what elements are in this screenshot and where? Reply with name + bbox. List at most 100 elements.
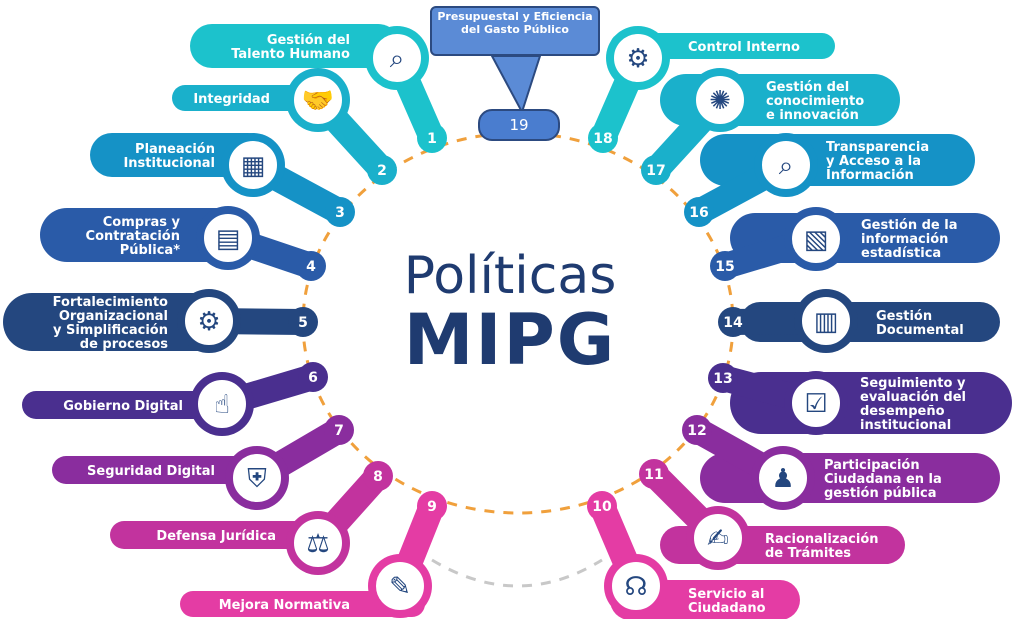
- policy-number-badge: [641, 155, 671, 185]
- policy-icon-bg: [610, 560, 662, 612]
- policy-number-badge: [325, 197, 355, 227]
- policy-label: Seguridad Digital: [87, 464, 215, 479]
- policy-number-badge: [710, 251, 740, 281]
- policy-number-badge: [417, 123, 447, 153]
- checklist-icon: ☑: [804, 389, 827, 419]
- policy-number-badge: [718, 307, 748, 337]
- policy-label: Mejora Normativa: [219, 598, 350, 613]
- policy-icon-bg: [692, 512, 744, 564]
- policy-icon-bg: [292, 517, 344, 569]
- policy-icon-bg: [231, 452, 283, 504]
- policy-number-badge: [587, 491, 617, 521]
- community-icon: ♟: [771, 464, 794, 494]
- policy-icon-bg: [800, 295, 852, 347]
- title-line-2: MIPG: [403, 299, 617, 381]
- policy-number: 9: [427, 499, 437, 515]
- policy-number-badge: [367, 155, 397, 185]
- user-search-icon: ⌕: [390, 44, 405, 74]
- chart-icon: ▧: [804, 225, 829, 255]
- handshake-icon: 🤝: [302, 86, 334, 116]
- policy-number: 15: [715, 259, 734, 275]
- policy-number-badge: [588, 123, 618, 153]
- lightbulb-icon: ✺: [709, 86, 731, 116]
- policy-number-badge: [288, 307, 318, 337]
- policy-label-bg: [190, 24, 400, 68]
- policy-number: 5: [298, 315, 308, 331]
- headset-icon: ☊: [624, 572, 647, 602]
- policy-icon-bg: [374, 560, 426, 612]
- policy-label-bg: [180, 591, 425, 617]
- policy-label: Integridad: [193, 92, 270, 107]
- policy-icon-bg: [694, 74, 746, 126]
- policy-icon-bg: [371, 32, 423, 84]
- policy-number-badge: [417, 491, 447, 521]
- calendar-icon: ▦: [241, 151, 266, 181]
- diagram-title: Políticas MIPG: [360, 248, 660, 376]
- policy-number-badge: [363, 461, 393, 491]
- policy-icon-bg: [612, 32, 664, 84]
- policy-number-badge: [298, 362, 328, 392]
- scales-shield-icon: ⚖: [306, 529, 329, 559]
- policy-icon-bg: [790, 213, 842, 265]
- policy-icon-bg: [202, 212, 254, 264]
- policy-label: Control Interno: [688, 40, 800, 55]
- policy-number-badge: [324, 415, 354, 445]
- policy-number: 3: [335, 205, 345, 221]
- policy-icon-bg: [183, 295, 235, 347]
- policy-icon-bg: [790, 377, 842, 429]
- policy-number-badge: [639, 459, 669, 489]
- policy-number: 17: [646, 163, 665, 179]
- touch-icon: ☝: [214, 390, 230, 420]
- policy-label-bg: [52, 456, 280, 484]
- policy-number: 13: [713, 371, 732, 387]
- document-search-icon: ⌕: [779, 151, 794, 181]
- process-icon: ⚙: [197, 307, 220, 337]
- policy-number: 16: [689, 205, 708, 221]
- policy-icon-bg: [760, 139, 812, 191]
- policy-number: 18: [593, 131, 612, 147]
- policy-number: 1: [427, 131, 437, 147]
- title-line-1: Políticas: [403, 246, 617, 306]
- form-sign-icon: ✍: [707, 524, 729, 554]
- policy-label: Gobierno Digital: [63, 399, 183, 414]
- policy-label-bg: [3, 293, 235, 351]
- policy-icon-bg: [227, 139, 279, 191]
- document-edit-icon: ✎: [389, 572, 411, 602]
- policy-icon-bg: [757, 452, 809, 504]
- policy-label-bg: [110, 521, 340, 549]
- policy-number: 12: [687, 423, 706, 439]
- policy-number-badge: [682, 415, 712, 445]
- policy-number: 11: [644, 467, 663, 483]
- shield-lock-icon: ⛨: [247, 464, 267, 494]
- policy-label: Defensa Jurídica: [156, 529, 276, 544]
- callout-number: 19: [478, 109, 560, 141]
- policy-number-badge: [708, 363, 738, 393]
- policy-icon-bg: [196, 378, 248, 430]
